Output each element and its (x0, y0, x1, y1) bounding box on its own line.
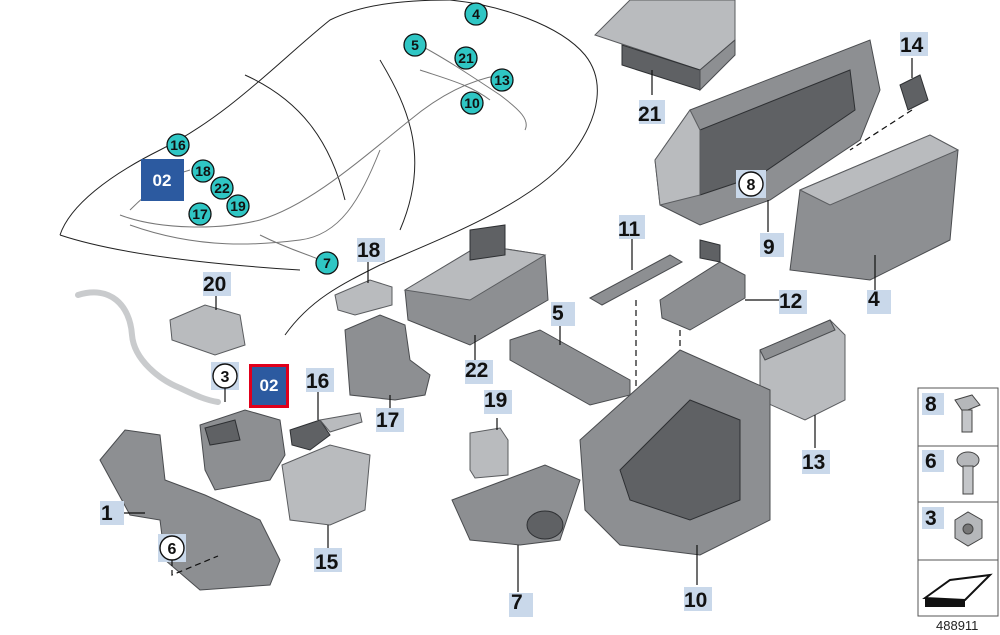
label-14[interactable]: 14 (900, 34, 924, 57)
car-callout-10: 10 (464, 95, 480, 111)
label-13[interactable]: 13 (802, 451, 825, 474)
car-callout-16: 16 (170, 137, 186, 153)
part-14[interactable] (899, 74, 929, 111)
screw-icon (956, 451, 980, 495)
number-labels: 21 14 9 4 11 12 13 10 22 5 18 17 19 7 20… (100, 32, 928, 617)
part-02[interactable] (199, 409, 286, 491)
label-9[interactable]: 9 (763, 236, 775, 259)
car-callout-circle (166, 133, 190, 157)
car-callout-4: 4 (472, 6, 480, 22)
label-19[interactable]: 19 (484, 389, 507, 412)
label-7[interactable]: 7 (511, 591, 523, 614)
part-7[interactable] (451, 464, 581, 546)
label-20[interactable]: 20 (203, 273, 226, 296)
selected-badge[interactable] (252, 367, 286, 405)
label-22[interactable]: 22 (465, 359, 488, 382)
label-17[interactable]: 17 (376, 409, 399, 432)
car-callout-circle (210, 176, 234, 200)
car-callout-circle (460, 91, 484, 115)
car-callout-circle (403, 33, 427, 57)
car-callout-circle (454, 46, 478, 70)
car-callout-circle (464, 2, 488, 26)
part-18[interactable] (334, 279, 393, 316)
car-callout-13: 13 (494, 72, 510, 88)
ring-callout-8: 8 (747, 177, 756, 194)
label-5[interactable]: 5 (552, 302, 564, 325)
label-15[interactable]: 15 (315, 551, 339, 574)
label-1[interactable]: 1 (101, 502, 113, 525)
car-callout-22: 22 (214, 180, 230, 196)
car-callout-circle (315, 251, 339, 275)
label-18[interactable]: 18 (357, 239, 381, 262)
car-callout-18: 18 (195, 163, 211, 179)
car-badge[interactable] (141, 159, 184, 201)
bolt-icon (954, 394, 981, 433)
part-22[interactable] (403, 224, 549, 346)
label-16[interactable]: 16 (306, 370, 329, 393)
legend-label-8[interactable]: 8 (925, 393, 937, 416)
car-callout-circle (490, 68, 514, 92)
car-callout-circle (188, 202, 212, 226)
fastener-legend: 8 6 3 (917, 387, 999, 617)
part-15[interactable] (281, 444, 371, 526)
car-callout-21: 21 (458, 50, 474, 66)
part-21[interactable] (594, 0, 736, 92)
reference-arrow-icon (922, 573, 993, 607)
cable (75, 289, 221, 405)
part-19[interactable] (469, 427, 509, 479)
part-5[interactable] (509, 329, 631, 406)
part-13[interactable] (759, 319, 846, 421)
selected-badge-label: 02 (260, 376, 279, 395)
ring-callout-6: 6 (168, 541, 177, 558)
part-12[interactable] (659, 239, 746, 331)
car-callouts: 4 5 21 13 10 16 18 22 17 19 7 (166, 2, 514, 275)
car-outline (59, 0, 598, 336)
label-4[interactable]: 4 (868, 288, 880, 311)
label-11[interactable]: 11 (618, 218, 641, 241)
part-1[interactable] (99, 429, 281, 591)
nut-icon (954, 511, 983, 547)
car-callout-circle (226, 194, 250, 218)
part-16[interactable] (289, 412, 363, 451)
part-9[interactable] (654, 39, 881, 226)
car-badge-label: 02 (153, 171, 172, 190)
car-callout-7: 7 (323, 255, 331, 271)
part-10[interactable] (579, 349, 771, 556)
part-4[interactable] (789, 134, 960, 281)
legend-label-3[interactable]: 3 (925, 507, 937, 530)
label-21[interactable]: 21 (638, 103, 662, 126)
label-12[interactable]: 12 (779, 290, 802, 313)
part-11[interactable] (588, 254, 684, 306)
legend-label-6[interactable]: 6 (925, 450, 937, 473)
car-callout-19: 19 (230, 198, 246, 214)
ring-callout-3: 3 (221, 369, 230, 386)
part-20[interactable] (169, 304, 246, 356)
car-callout-circle (191, 159, 215, 183)
image-number: 488911 (936, 618, 978, 633)
car-callout-17: 17 (192, 206, 208, 222)
car-callout-5: 5 (411, 37, 419, 53)
ring-callout-circle (738, 171, 764, 197)
part-17[interactable] (344, 314, 431, 401)
label-10[interactable]: 10 (684, 589, 707, 612)
